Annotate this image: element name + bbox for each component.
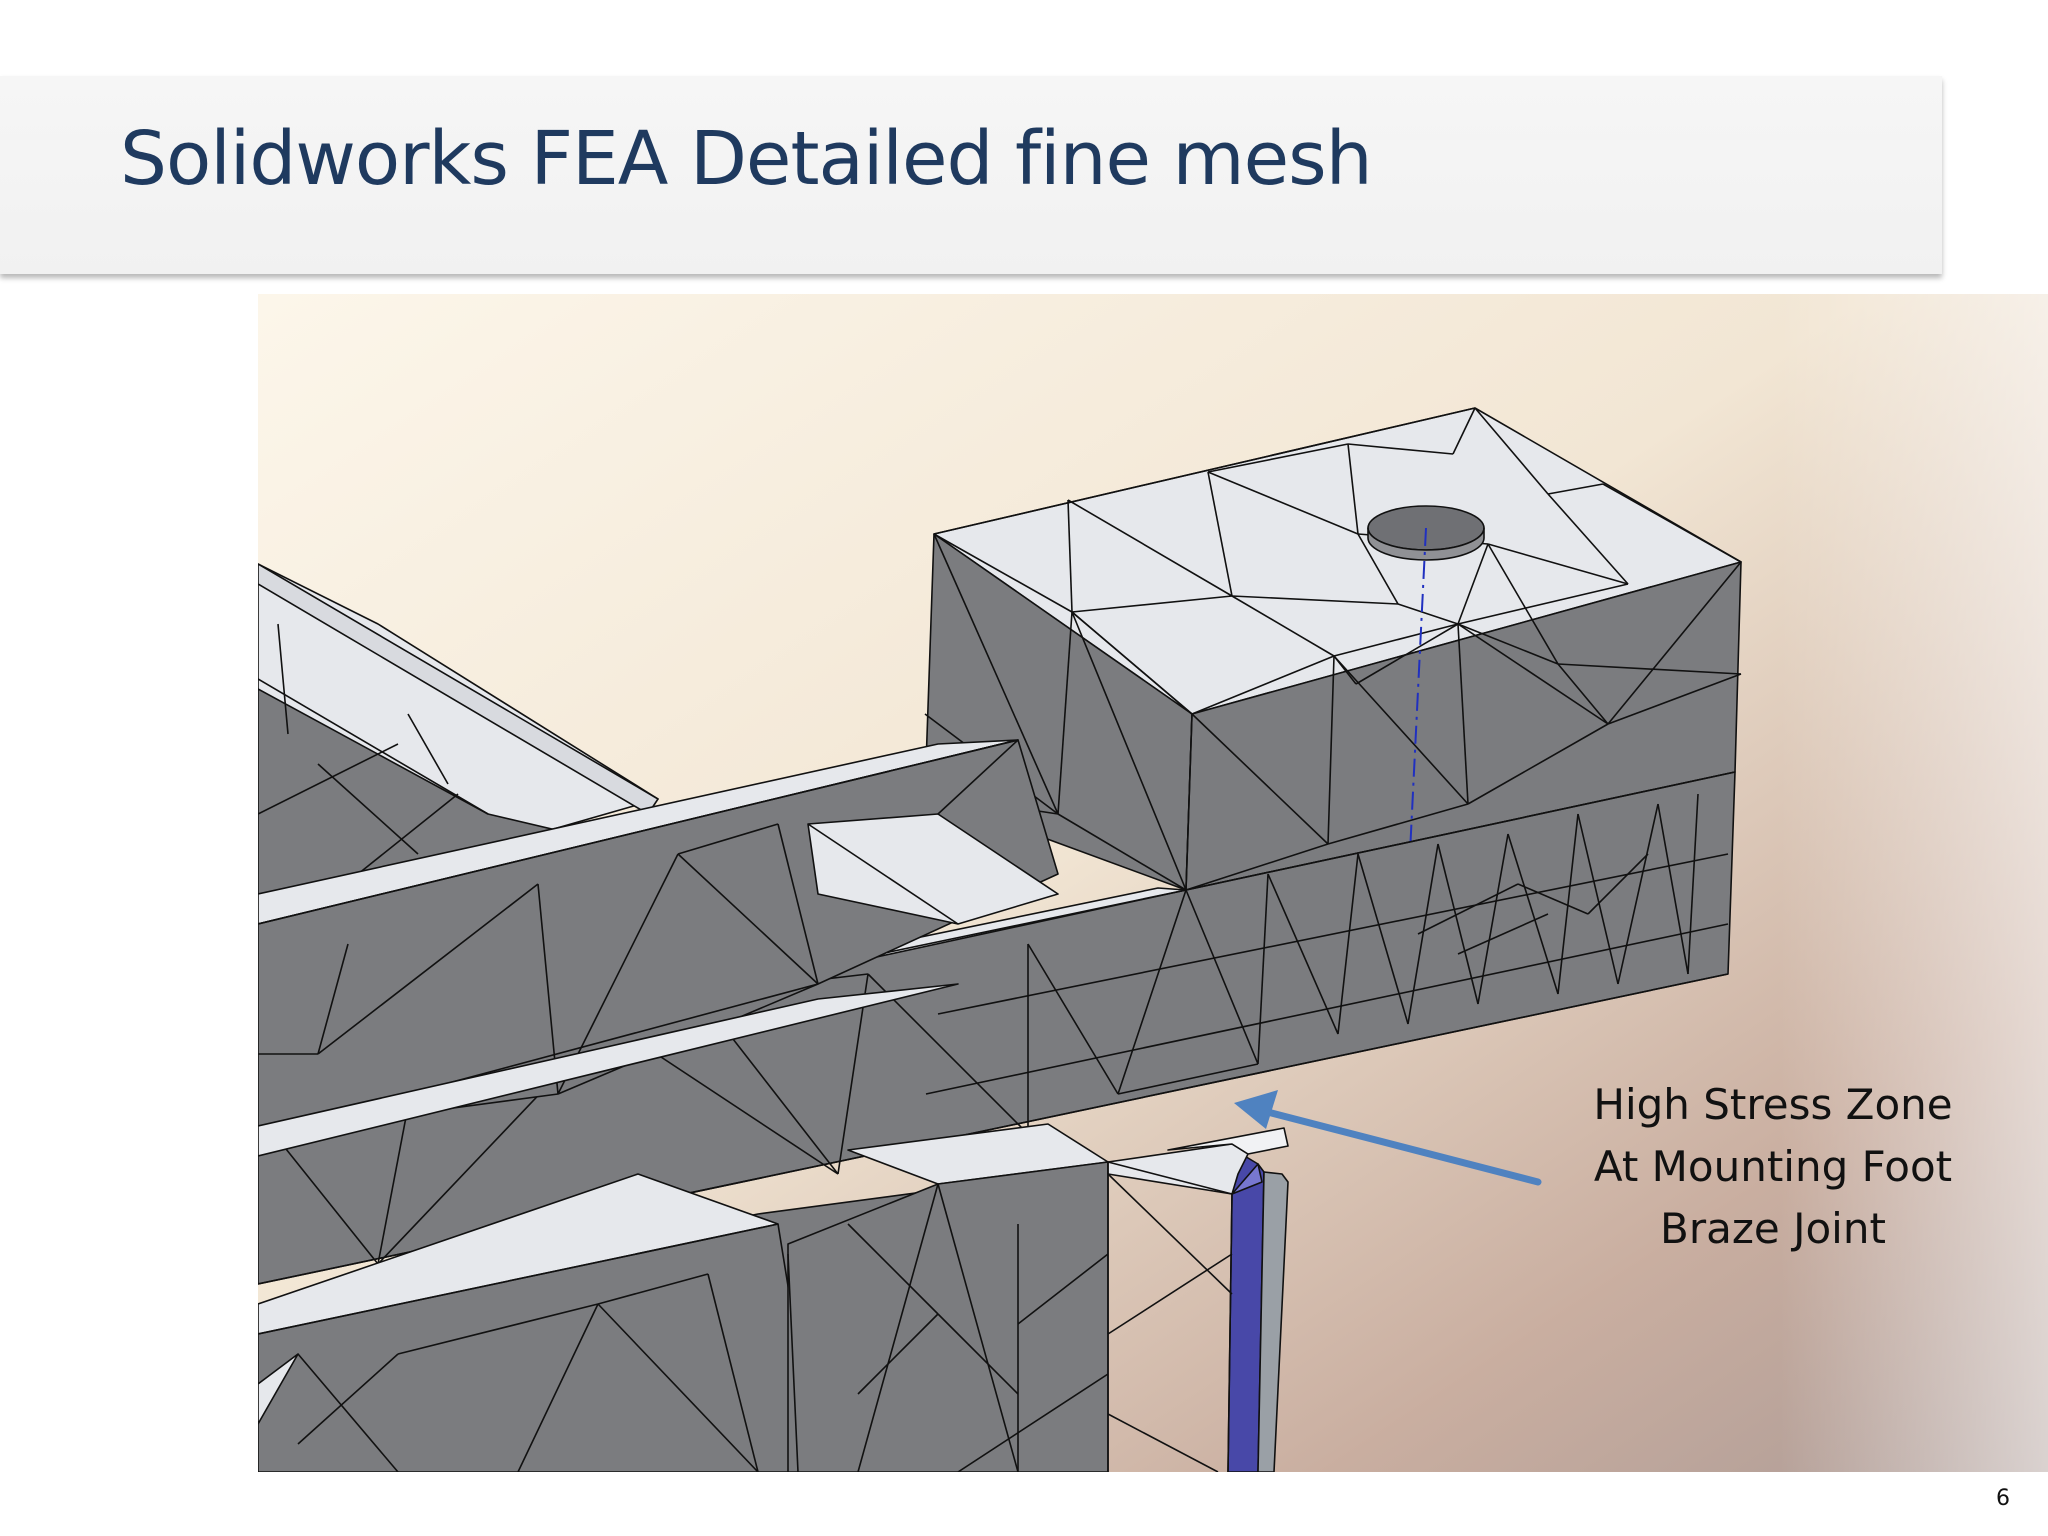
callout-arrow: [1234, 1090, 1542, 1186]
title-bar: [0, 76, 1942, 274]
fea-mesh-figure: [258, 294, 2048, 1472]
annotation-line-3: Braze Joint: [1660, 1204, 1886, 1253]
annotation-line-1: High Stress Zone: [1593, 1080, 1953, 1129]
slide-number: 6: [1996, 1486, 2010, 1511]
annotation-line-2: At Mounting Foot: [1593, 1142, 1953, 1191]
fea-mesh-image: [258, 294, 2048, 1472]
mesh-geometry: [258, 407, 1742, 1472]
slide-title: Solidworks FEA Detailed fine mesh: [120, 116, 1373, 202]
stress-zone-annotation: High Stress Zone At Mounting Foot Braze …: [1558, 1074, 1988, 1260]
